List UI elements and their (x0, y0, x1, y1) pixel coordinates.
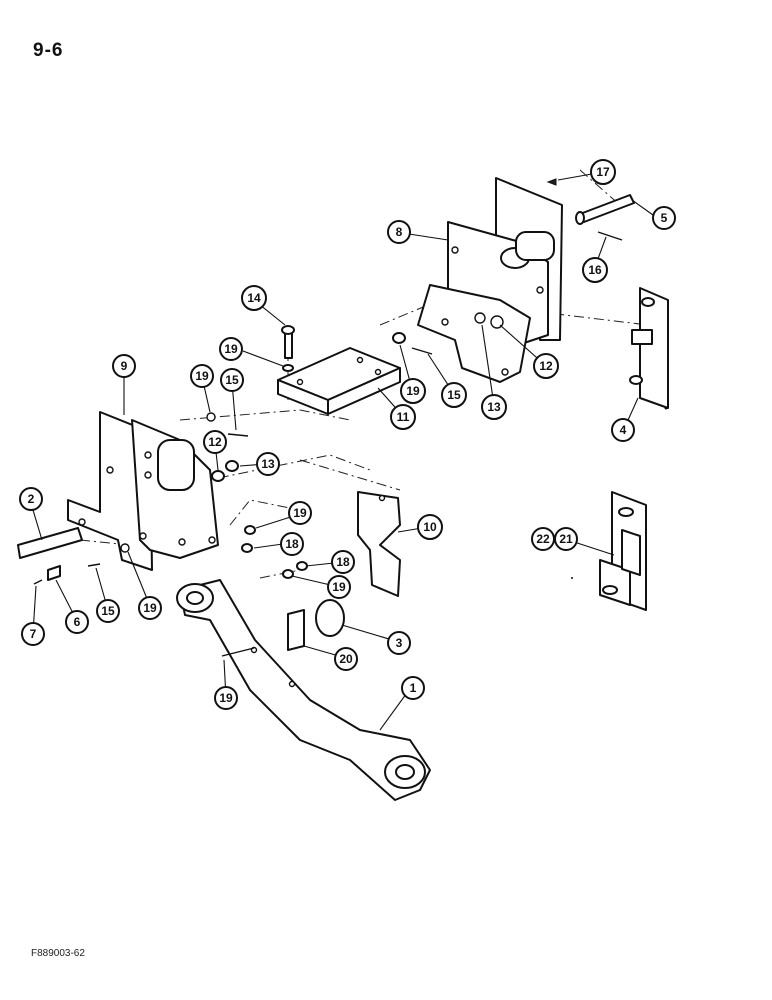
part-10-wear-pad (357, 491, 401, 597)
callout-19-upper: 19 (406, 384, 420, 398)
callout-2: 2 (28, 492, 35, 506)
callout-14: 14 (247, 291, 261, 305)
callout-19-left: 19 (195, 369, 209, 383)
callout-11: 11 (397, 410, 410, 424)
part-1-lower-link (176, 579, 431, 801)
part-4-wear-pad (629, 287, 669, 409)
callout-16: 16 (588, 263, 602, 277)
part-11-spacer-block (277, 347, 401, 415)
callout-1: 1 (410, 681, 417, 695)
part-8-upper-bracket (417, 177, 563, 383)
callout-12-lower: 12 (208, 435, 222, 449)
callout-6: 6 (74, 615, 81, 629)
callout-4: 4 (620, 423, 627, 437)
callout-19-top: 19 (224, 342, 238, 356)
callout-13-upper: 13 (487, 400, 501, 414)
part-3-disc (315, 599, 345, 637)
callout-9: 9 (121, 359, 128, 373)
part-9-lower-bracket (67, 411, 219, 571)
callout-21: 20 (339, 652, 353, 666)
callout-18-right: 18 (336, 555, 350, 569)
part-21-plate (287, 609, 305, 651)
callout-7: 7 (30, 627, 37, 641)
callout-15-upper: 15 (447, 388, 461, 402)
small-hardware (87, 332, 668, 579)
callout-3: 3 (396, 636, 403, 650)
figure-code: F889003-62 (31, 948, 85, 959)
callout-19-lower: 19 (143, 601, 157, 615)
part-5-pin (575, 194, 635, 225)
part-6-plate (47, 565, 61, 581)
callouts: 1 2 3 4 5 6 7 8 9 10 11 12 12 13 13 14 1… (19, 159, 676, 710)
callout-22: 21 (559, 532, 573, 546)
callout-17: 17 (596, 165, 610, 179)
callout-12-upper: 12 (539, 359, 553, 373)
callout-19-middle: 19 (293, 506, 307, 520)
part-22-23-adjuster (599, 491, 647, 611)
part-2-pin (17, 527, 83, 559)
part-16-bolt (597, 231, 623, 241)
part-7-retainer (33, 579, 43, 585)
part-17-retainer (546, 178, 557, 186)
callout-20: 19 (219, 691, 233, 705)
callout-8: 8 (396, 225, 403, 239)
callout-15-lower: 15 (101, 604, 115, 618)
part-20-bolt (221, 647, 255, 657)
callout-18-left: 18 (285, 537, 299, 551)
page-number: 9-6 (33, 40, 64, 61)
callout-19-right: 19 (332, 580, 346, 594)
callout-23: 22 (536, 532, 550, 546)
part-14-bolt (281, 325, 295, 372)
callout-5: 5 (661, 211, 668, 225)
callout-15-left: 15 (225, 373, 239, 387)
callout-13-lower: 13 (261, 457, 275, 471)
callout-10: 10 (423, 520, 437, 534)
